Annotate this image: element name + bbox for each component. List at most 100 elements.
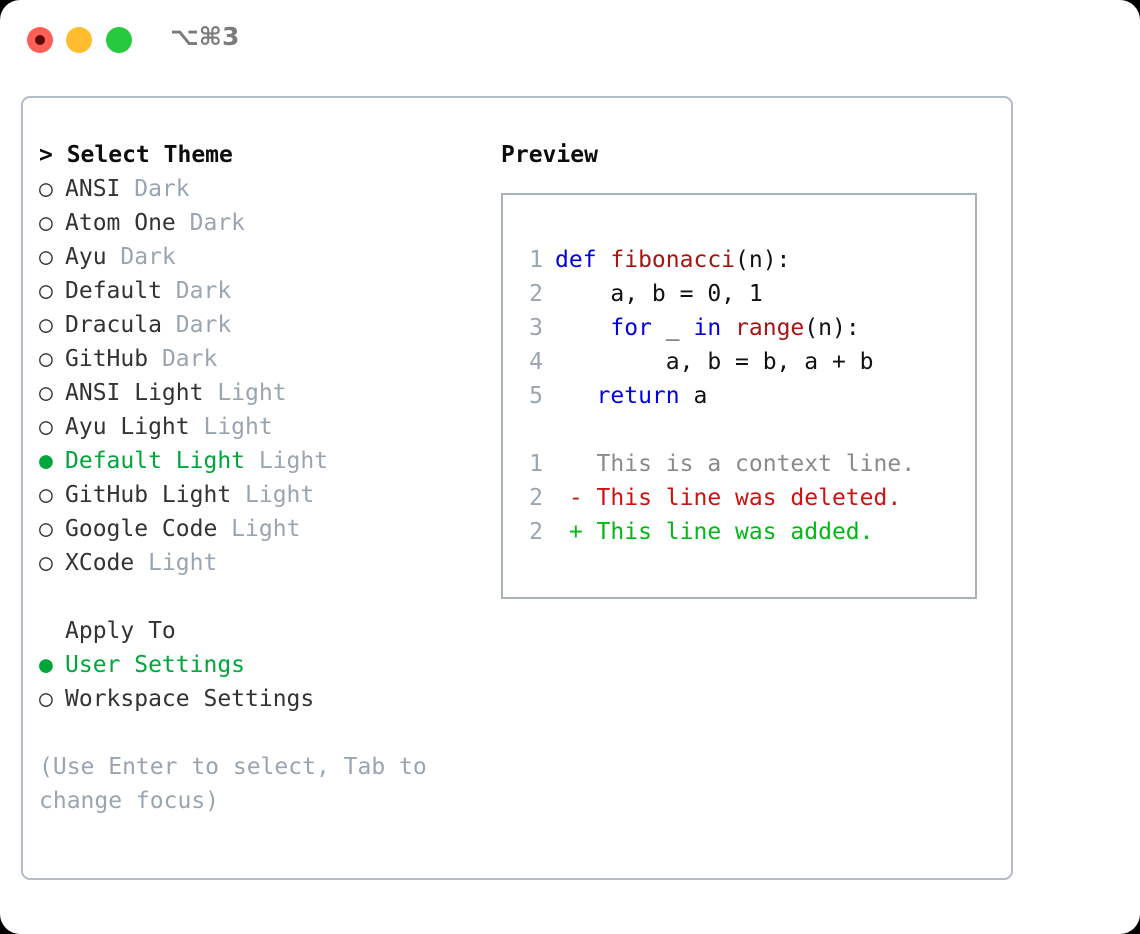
theme-option-category: Dark [175,210,246,236]
line-number: 4 [529,349,543,375]
radio-unselected-icon: ○ [39,482,53,508]
keyboard-hint-text: (Use Enter to select, Tab to change focu… [39,754,441,814]
theme-option-category: Light [231,482,315,508]
apply-to-option-workspace-settings[interactable]: ○ Workspace Settings [39,682,479,716]
theme-option-label: Dracula [65,312,162,338]
radio-unselected-icon: ○ [39,414,53,440]
theme-option-category: Light [134,550,218,576]
theme-option-category: Dark [106,244,176,270]
code-token: return [596,383,680,409]
code-token: def [555,247,611,273]
radio-unselected-icon: ○ [39,176,53,202]
diff-sign: - [555,485,583,511]
theme-option-label: GitHub [65,346,149,372]
code-token: in [693,315,722,341]
theme-option-label: GitHub Light [65,482,232,508]
code-token: a, b = 0, 1 [555,281,763,307]
code-token: for [610,315,652,341]
apply-to-option-label: User Settings [65,652,246,678]
line-number: 3 [529,315,543,341]
radio-unselected-icon: ○ [39,210,53,236]
preview-heading: Preview [501,142,598,168]
code-token [555,383,597,409]
theme-option-category: Light [203,380,287,406]
radio-unselected-icon: ○ [39,346,53,372]
theme-option-atom-one[interactable]: ○ Atom One Dark [39,206,479,240]
code-token: fibonacci [610,247,736,273]
select-theme-heading: > Select Theme [39,142,233,168]
close-window-button[interactable] [27,27,53,53]
apply-to-section: Apply To ● User Settings ○ Workspace Settin… [39,614,479,716]
theme-option-category: Dark [161,312,232,338]
maximize-window-button[interactable] [106,27,132,53]
theme-option-category: Light [189,414,273,440]
theme-option-label: Default [65,278,162,304]
theme-option-google-code[interactable]: ○Google Code Light [39,512,479,546]
theme-option-label: ANSI Light [65,380,204,406]
theme-option-label: Google Code [65,516,218,542]
theme-option-label: Atom One [65,210,176,236]
code-line: 5 return a [517,379,915,413]
theme-option-label: Ayu Light [65,414,190,440]
code-token: a, b = b, a + b [555,349,874,375]
theme-option-ayu-light[interactable]: ○ Ayu Light Light [39,410,479,444]
theme-option-category: Dark [161,278,232,304]
radio-selected-icon: ● [39,448,53,474]
code-token: a [679,383,708,409]
theme-option-dracula[interactable]: ○ Dracula Dark [39,308,479,342]
line-number: 2 [529,519,543,545]
code-token: (n): [735,247,791,273]
radio-unselected-icon: ○ [39,312,53,338]
theme-option-category: Dark [148,346,218,372]
diff-sign: + [555,519,583,545]
apply-to-heading: Apply To [39,614,479,648]
line-number: 2 [529,485,543,511]
code-line: 4 a, b = b, a + b [517,345,915,379]
diff-text: This line was deleted. [582,485,902,511]
line-number: 1 [529,451,543,477]
theme-option-label: XCode [65,550,135,576]
theme-option-default-light[interactable]: ●Default Light Light [39,444,479,478]
keyboard-shortcut-label: ⌥⌘3 [170,22,240,51]
code-line: 3 for _ in range(n): [517,311,915,345]
radio-unselected-icon: ○ [39,686,53,712]
code-token: range [735,315,805,341]
line-number: 2 [529,281,543,307]
theme-option-category: Light [217,516,301,542]
line-number: 5 [529,383,543,409]
radio-unselected-icon: ○ [39,380,53,406]
theme-option-category: Light [245,448,329,474]
theme-selector-panel: > Select Theme ○ANSI Dark○Atom One Dark○… [21,96,1013,880]
diff-line-del: 2 - This line was deleted. [517,481,915,515]
code-diff-separator [517,413,915,447]
radio-selected-icon: ● [39,652,53,678]
apply-to-option-label: Workspace Settings [65,686,315,712]
theme-selection-column: > Select Theme ○ANSI Dark○Atom One Dark○… [39,138,479,818]
theme-option-ansi-light[interactable]: ○ ANSI Light Light [39,376,479,410]
theme-option-label: Ayu [65,244,107,270]
apply-to-indent [39,614,65,648]
apply-to-heading-label: Apply To [65,618,176,644]
theme-option-github-light[interactable]: ○ GitHub Light Light [39,478,479,512]
code-token: _ [651,315,694,341]
code-token [721,315,735,341]
radio-unselected-icon: ○ [39,244,53,270]
diff-sign [555,451,583,477]
theme-option-default[interactable]: ○Default Dark [39,274,479,308]
minimize-window-button[interactable] [66,27,92,53]
theme-option-github[interactable]: ○ GitHub Dark [39,342,479,376]
code-token: (n): [804,315,860,341]
theme-option-label: ANSI [65,176,121,202]
theme-option-xcode[interactable]: ○ XCode Light [39,546,479,580]
theme-option-category: Dark [120,176,190,202]
code-token [555,315,610,341]
radio-unselected-icon: ○ [39,550,53,576]
theme-option-ayu[interactable]: ○ Ayu Dark [39,240,479,274]
code-line: 2 a, b = 0, 1 [517,277,915,311]
apply-to-option-user-settings[interactable]: ● User Settings [39,648,479,682]
theme-option-ansi[interactable]: ○ ANSI Dark [39,172,479,206]
